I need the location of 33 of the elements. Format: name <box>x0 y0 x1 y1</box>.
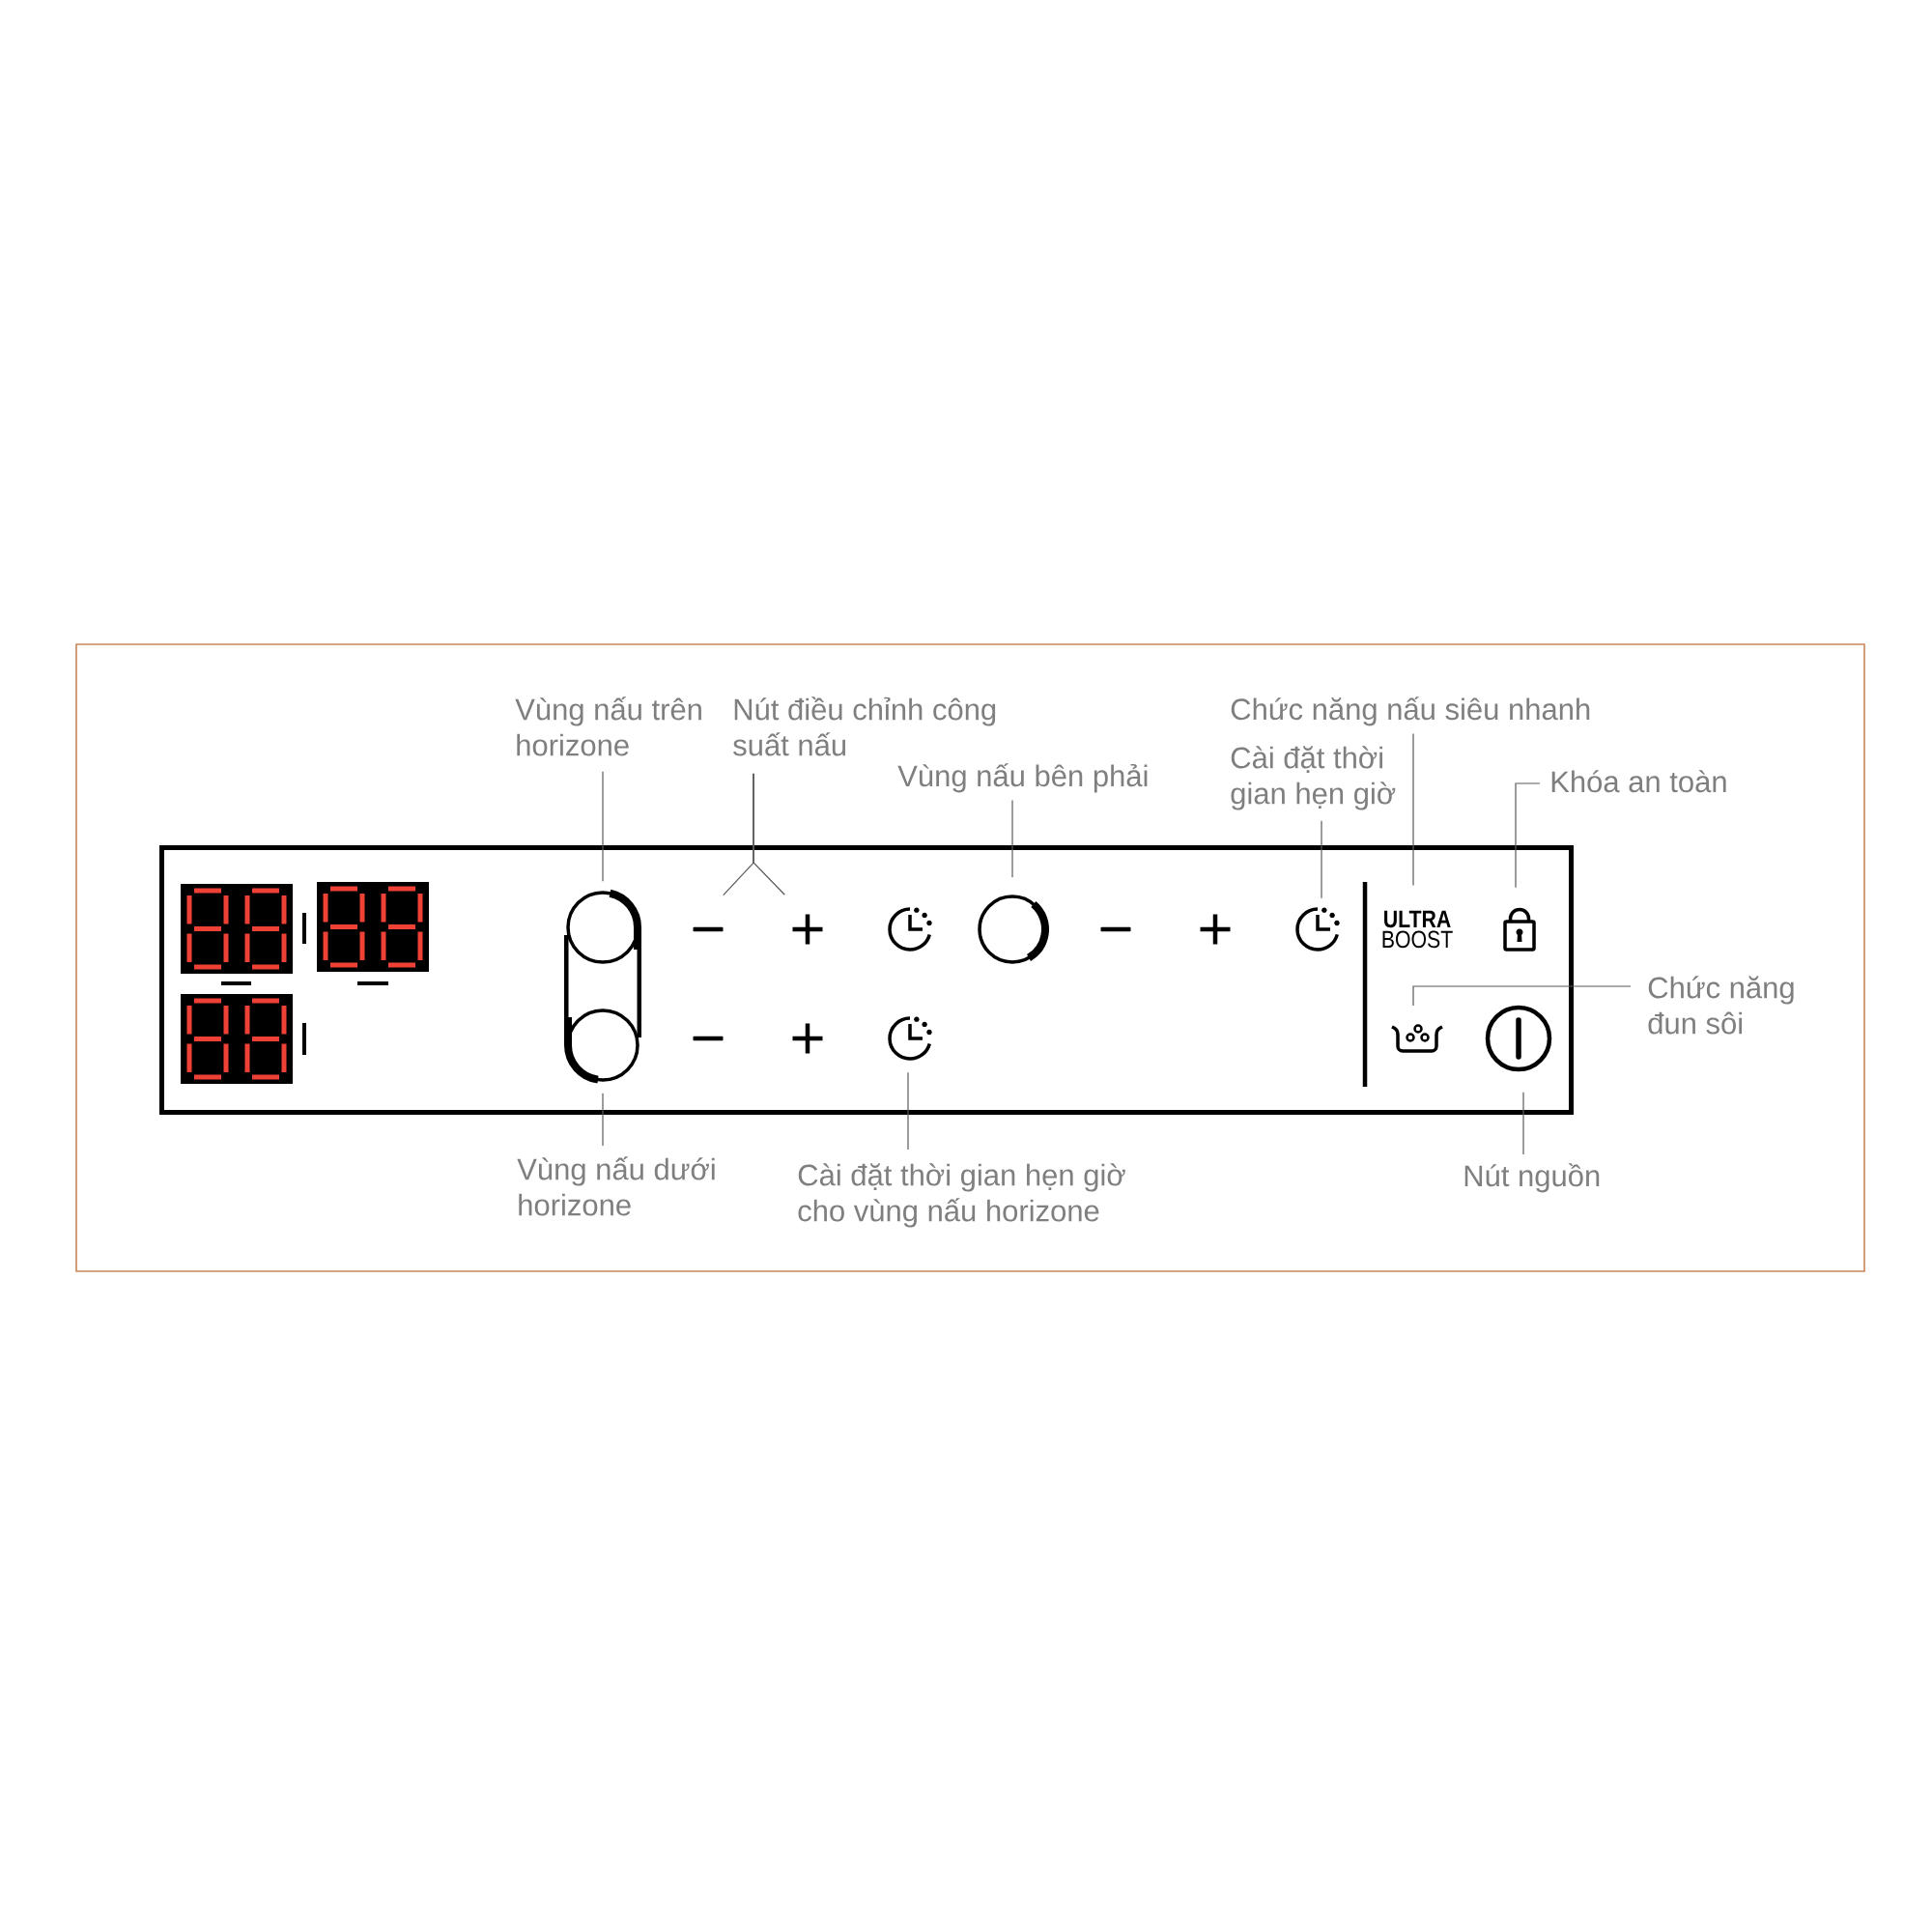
leader-line <box>602 771 604 882</box>
lock-icon <box>1503 907 1536 952</box>
plus-sign <box>790 912 825 947</box>
label-text: Vùng nấu bên phải <box>897 763 1148 793</box>
label-text: Cài đặt thời gian hẹn giờ <box>1231 746 1396 810</box>
label-text: Chức năng đun sôi <box>1648 976 1794 1035</box>
control-panel <box>159 845 1574 1115</box>
leader-line <box>907 1071 909 1151</box>
leader-line <box>1321 820 1322 899</box>
minus-sign <box>693 926 724 932</box>
timer-icon <box>888 1016 931 1061</box>
zone-link-line <box>564 935 569 1017</box>
label-text: Nút nguồn <box>1464 1163 1600 1193</box>
leader-line <box>1412 733 1414 887</box>
label-text: Khóa an toàn <box>1551 770 1726 793</box>
power-icon <box>1485 1005 1552 1072</box>
leader-line <box>723 773 754 896</box>
label-text: Nút điều chỉnh công suất nấu <box>733 696 996 756</box>
zone-ring <box>564 1009 639 1084</box>
leader-line <box>1412 985 1632 1007</box>
leader-line <box>602 1093 604 1147</box>
label-text: Vùng nấu trên horizone <box>515 696 701 756</box>
leader-line <box>753 773 785 895</box>
timer-icon <box>1295 907 1339 952</box>
label-text: Chức năng nấu siêu nhanh <box>1231 696 1590 726</box>
leader-line <box>1515 782 1541 889</box>
button-label: ULTRA BOOST <box>1382 910 1453 949</box>
leader-line <box>1522 1092 1524 1155</box>
label-text: Cài đặt thời gian hẹn giờ cho vùng nấu horizone <box>798 1163 1125 1228</box>
zone-link-line <box>637 950 641 1037</box>
label-text: Vùng nấu dưới horizone <box>517 1156 715 1216</box>
pot-icon <box>1391 1024 1443 1053</box>
leader-line <box>1011 800 1013 878</box>
